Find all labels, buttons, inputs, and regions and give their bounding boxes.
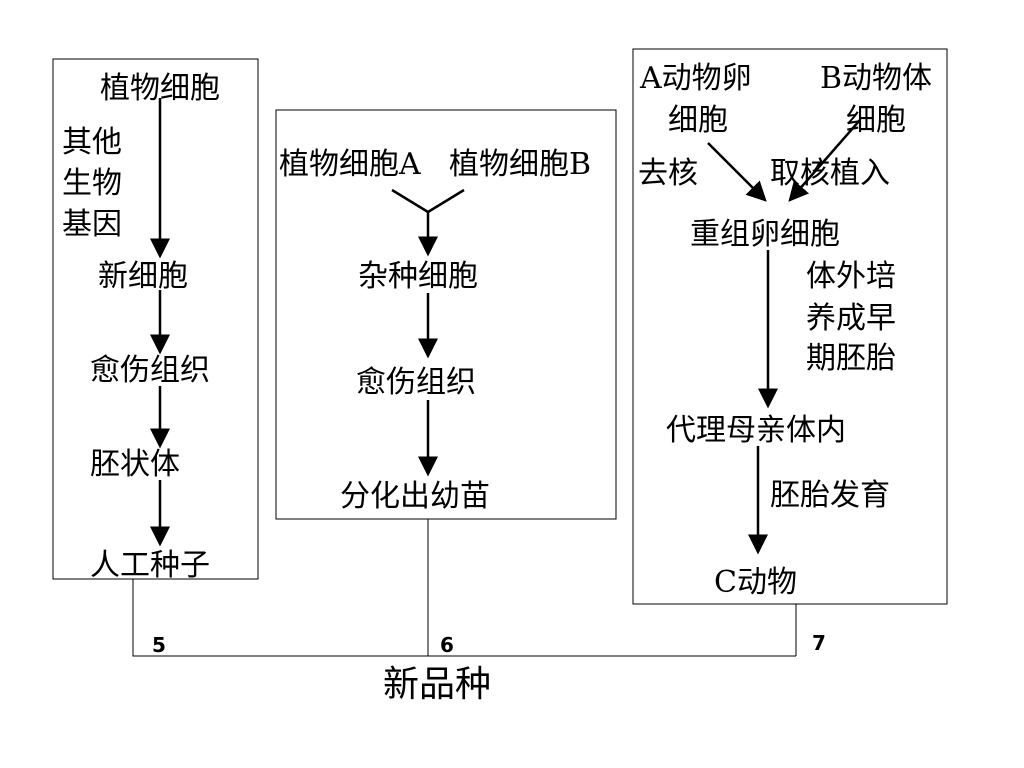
arrow-egg-to-recombined <box>707 142 767 202</box>
box-somatic-hybrid <box>275 109 617 520</box>
label-other-gene-1: 其他 <box>62 125 122 160</box>
label-egg-a-1: A动物卵 <box>639 61 752 96</box>
label-culture-2: 养成早 <box>806 301 896 336</box>
box-animal-cloning <box>632 48 948 605</box>
number-7: 7 <box>812 631 826 655</box>
label-culture-1: 体外培 <box>806 259 896 294</box>
label-surrogate: 代理母亲体内 <box>666 413 846 448</box>
label-callus-2: 愈伤组织 <box>356 365 476 400</box>
number-6: 6 <box>440 633 454 657</box>
label-plant-cell-b: 植物细胞B <box>449 147 591 182</box>
connector-box1 <box>132 579 796 657</box>
number-5: 5 <box>152 633 166 657</box>
label-new-variety: 新品种 <box>383 664 491 705</box>
label-body-b-1: B动物体 <box>820 61 932 96</box>
label-new-cell: 新细胞 <box>98 259 188 294</box>
label-embryoid: 胚状体 <box>90 447 180 482</box>
label-embryo-development: 胚胎发育 <box>770 478 890 513</box>
label-nucleus-transfer: 取核植入 <box>770 156 890 191</box>
label-reconstructed-egg: 重组卵细胞 <box>690 217 840 252</box>
label-egg-a-2: 细胞 <box>668 103 728 138</box>
branch-left <box>391 188 429 214</box>
label-hybrid-cell: 杂种细胞 <box>358 259 478 294</box>
branch-right <box>427 188 465 214</box>
label-other-gene-2: 生物 <box>62 166 122 201</box>
label-plant-cell-a: 植物细胞A <box>279 147 421 182</box>
label-animal-c: C动物 <box>714 565 797 600</box>
label-other-gene-3: 基因 <box>62 207 122 242</box>
label-enucleate: 去核 <box>638 156 698 191</box>
label-seedling: 分化出幼苗 <box>340 479 490 514</box>
label-callus-1: 愈伤组织 <box>90 353 210 388</box>
label-plant-cell: 植物细胞 <box>100 71 220 106</box>
box-transgenic-plant <box>52 58 259 580</box>
label-artificial-seed: 人工种子 <box>90 548 210 583</box>
arrow-body-to-recombined <box>788 119 861 202</box>
label-body-b-2: 细胞 <box>846 103 906 138</box>
label-culture-3: 期胚胎 <box>806 341 896 376</box>
